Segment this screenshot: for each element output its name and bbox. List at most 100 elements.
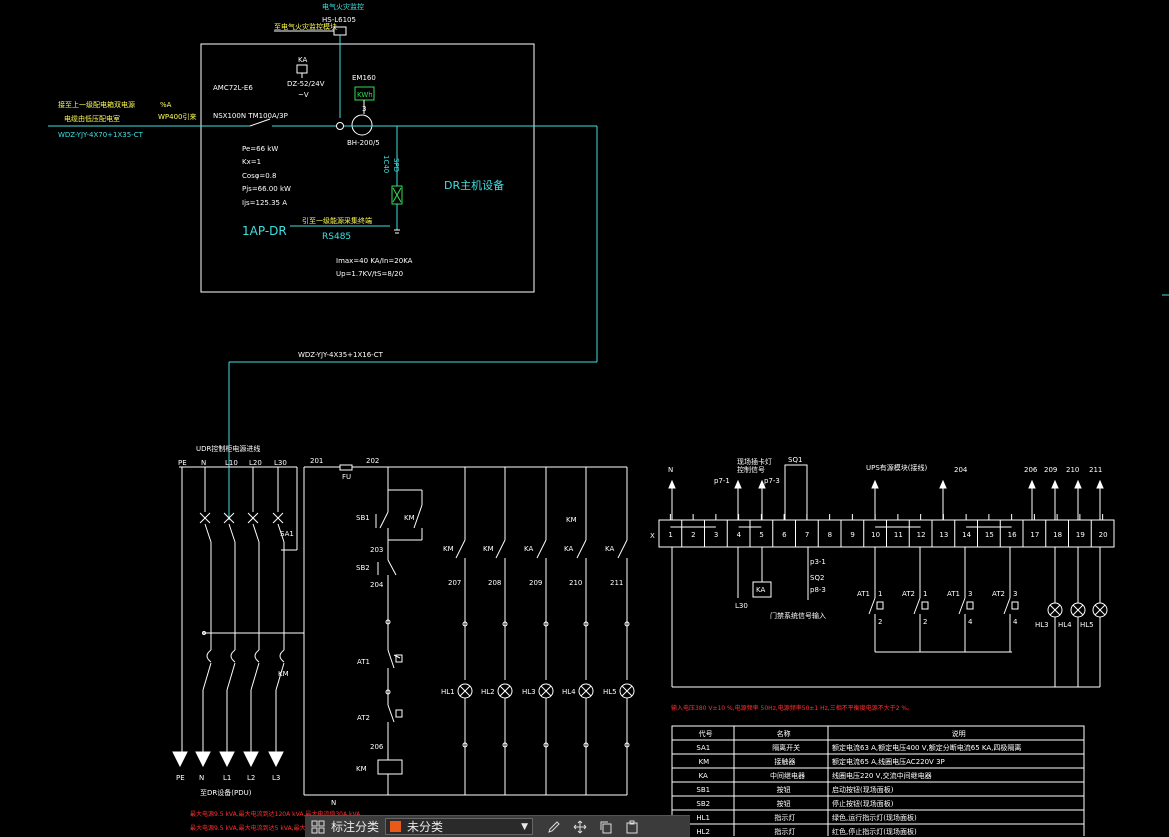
terminal-9: 9 [850, 531, 854, 539]
terminal-7: 7 [805, 531, 809, 539]
ka-model: DZ-52/24V [287, 80, 325, 88]
rs485-note: 引至一级能源采集终端 [302, 216, 372, 225]
lamp-cross [540, 685, 552, 697]
table-cell: KA [699, 772, 708, 780]
lamp-cross [1072, 604, 1084, 616]
terminal-4: 4 [737, 531, 742, 539]
terminal-13: 13 [939, 531, 948, 539]
category-select[interactable]: 未分类 ▼ [385, 818, 534, 835]
up-arrow-icon [871, 479, 879, 489]
lamp-label: HL3 [522, 688, 536, 696]
phase-label-l20: L20 [249, 459, 262, 467]
terminal-dot [502, 621, 508, 627]
isolator-blade [252, 523, 260, 543]
table-cell: 绿色,运行指示灯(现场面板) [832, 813, 917, 822]
up-arrow-icon [734, 479, 742, 489]
meter-box-model: HS-L6105 [322, 16, 356, 24]
lamp-cross [1094, 604, 1106, 616]
output-arrow [219, 751, 235, 768]
km-contact-arc [279, 649, 285, 663]
grid-icon[interactable] [309, 819, 327, 835]
ka-sub: ~V [298, 91, 309, 99]
left-red-note-1: 最大电源9.5 kVA,最大电流到达120A kVA,最大电流值30A kVA [190, 810, 361, 818]
table-cell: 接触器 [774, 757, 795, 766]
x-label: X [650, 532, 655, 540]
km-seal-label: KM [404, 514, 415, 522]
p31-label: p3-1 [810, 558, 826, 566]
at-actuator [876, 601, 884, 610]
table-cell: 隔离开关 [772, 743, 800, 752]
km-main-contact [202, 662, 212, 691]
incoming-note-2: 电缆由低压配电室 [64, 114, 120, 123]
km-contact-arc [206, 649, 212, 663]
table-cell: HL2 [696, 828, 710, 836]
kwh-label: KWh [357, 91, 373, 99]
phase-label-pe: PE [178, 459, 187, 467]
incoming-note-1: 接至上一级配电箱双电源 [58, 100, 135, 109]
table-cell: 额定电流63 A,额定电压400 V,额定分断电流65 KA,四极隔离 [832, 743, 1021, 752]
meter-box-label: 电气火灾监控 [322, 2, 364, 11]
aux-contact [617, 539, 628, 559]
dr-equipment-label: DR主机设备 [444, 178, 504, 192]
breaker-model: NSX100N TM100A/3P [213, 112, 288, 120]
terminal-12: 12 [917, 531, 926, 539]
isolator-blade [228, 523, 236, 543]
at-actuator [921, 601, 929, 610]
ka-relay-right [752, 581, 772, 598]
lamp-cross [621, 685, 633, 697]
aux-contact [455, 539, 466, 559]
isolator-cross [272, 512, 284, 524]
terminal-dot [462, 621, 468, 627]
paste-icon[interactable] [623, 819, 641, 835]
move-icon[interactable] [571, 819, 589, 835]
ka-label: KA [298, 56, 307, 64]
at-actuator [1011, 601, 1019, 610]
up-arrow-icon [758, 479, 766, 489]
terminal-14: 14 [962, 531, 971, 539]
sb1-label: SB1 [356, 514, 370, 522]
output-label-n: N [199, 774, 204, 782]
terminal-16: 16 [1008, 531, 1017, 539]
contact-label: KA [564, 545, 573, 553]
p71-label: p7-1 [714, 477, 730, 485]
terminal-17: 17 [1030, 531, 1039, 539]
door-note: 门禁系统信号输入 [770, 611, 826, 620]
at-terminal-bottom: 4 [1013, 618, 1018, 626]
param-kx: Kx=1 [242, 158, 261, 166]
at-terminal-top: 1 [923, 590, 927, 598]
table-cell: SB1 [696, 786, 710, 794]
contact-label: KM [443, 545, 454, 553]
output-label-l2: L2 [247, 774, 255, 782]
panel-name: 1AP-DR [242, 224, 287, 238]
table-cell: SA1 [696, 744, 710, 752]
output-arrow [195, 751, 211, 768]
lamp-label: HL5 [603, 688, 617, 696]
aux-contact [536, 539, 547, 559]
at-terminal-top: 3 [968, 590, 972, 598]
contact-label: KA [605, 545, 614, 553]
pdu-label: 至DR设备(PDU) [200, 788, 252, 797]
km-aux-label: KM [566, 516, 577, 524]
top-node-204: 204 [954, 466, 968, 474]
fuse-label: FU [342, 473, 351, 481]
isolator-cross [223, 512, 235, 524]
at-contact [1003, 597, 1011, 615]
at-terminal-top: 3 [1013, 590, 1017, 598]
toolbar-label: 标注分类 [331, 820, 380, 834]
output-arrow [172, 751, 188, 768]
top-node-209: 209 [1044, 466, 1057, 474]
copy-icon[interactable] [597, 819, 615, 835]
chevron-down-icon: ▼ [521, 821, 529, 832]
at1-label: AT1 [357, 658, 370, 666]
param-pjs: Pjs=66.00 kW [242, 185, 291, 193]
edit-icon[interactable] [545, 819, 563, 835]
table-cell: SB2 [696, 800, 710, 808]
at-label: AT2 [902, 590, 915, 598]
terminal-1: 1 [668, 531, 672, 539]
table-cell: 红色,停止指示灯(现场面板) [832, 827, 917, 836]
ups-note: UPS有源模块(接线) [866, 463, 928, 472]
at-contact [958, 597, 966, 615]
isolator-blade [204, 523, 212, 543]
remote-note-1: 现场插卡灯 [737, 457, 772, 466]
